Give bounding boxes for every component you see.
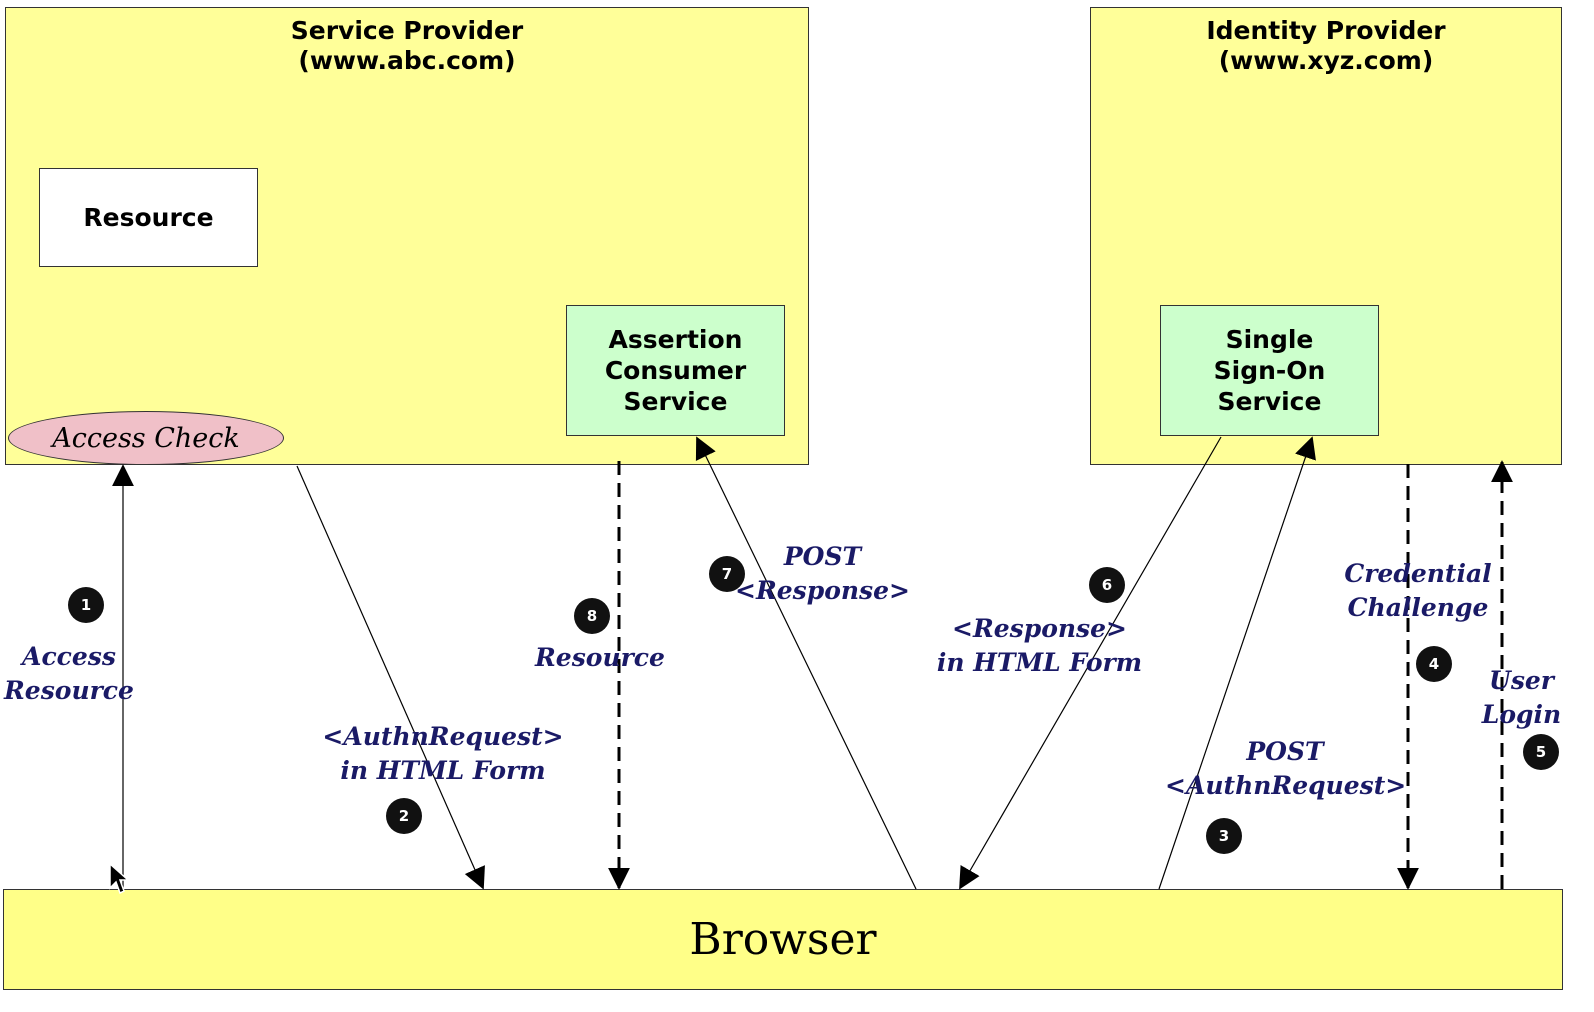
arrow-step-7 (695, 436, 917, 890)
step-5-badge: 5 (1523, 734, 1559, 770)
step-6-badge: 6 (1089, 567, 1125, 603)
step-4-badge: 4 (1416, 646, 1452, 682)
sso-line-2: Sign-On (1213, 356, 1326, 385)
step-2-badge: 2 (386, 798, 422, 834)
acs-line-3: Service (623, 387, 728, 416)
step-4-label: Credential Challenge (1344, 559, 1492, 622)
step-5-label: User Login (1481, 666, 1562, 729)
single-sign-on-service-box: Single Sign-On Service (1160, 305, 1379, 436)
acs-line-2: Consumer (604, 356, 747, 385)
identity-provider-title: Identity Provider (1206, 16, 1446, 45)
step-3-badge: 3 (1206, 818, 1242, 854)
assertion-consumer-service-box: Assertion Consumer Service (566, 305, 785, 436)
access-check-ellipse: Access Check (8, 411, 284, 465)
resource-box: Resource (39, 168, 258, 267)
sso-line-3: Service (1217, 387, 1322, 416)
step-8-label: Resource (535, 643, 665, 672)
step-1-badge: 1 (68, 587, 104, 623)
service-provider-domain: (www.abc.com) (298, 46, 516, 75)
mouse-cursor-icon (109, 862, 130, 895)
step-7-badge: 7 (709, 556, 745, 592)
acs-line-1: Assertion (608, 325, 743, 354)
browser-box: Browser (3, 889, 1563, 990)
step-7-label: POST <Response> (735, 542, 910, 605)
service-provider-title: Service Provider (290, 16, 524, 45)
sso-line-1: Single (1225, 325, 1314, 354)
step-1-label: Access Resource (4, 642, 134, 705)
step-2-label: <AuthnRequest> in HTML Form (322, 722, 564, 785)
step-6-label: <Response> in HTML Form (936, 614, 1143, 677)
step-3-label: POST <AuthnRequest> (1165, 737, 1407, 800)
step-8-badge: 8 (574, 598, 610, 634)
identity-provider-domain: (www.xyz.com) (1218, 46, 1434, 75)
